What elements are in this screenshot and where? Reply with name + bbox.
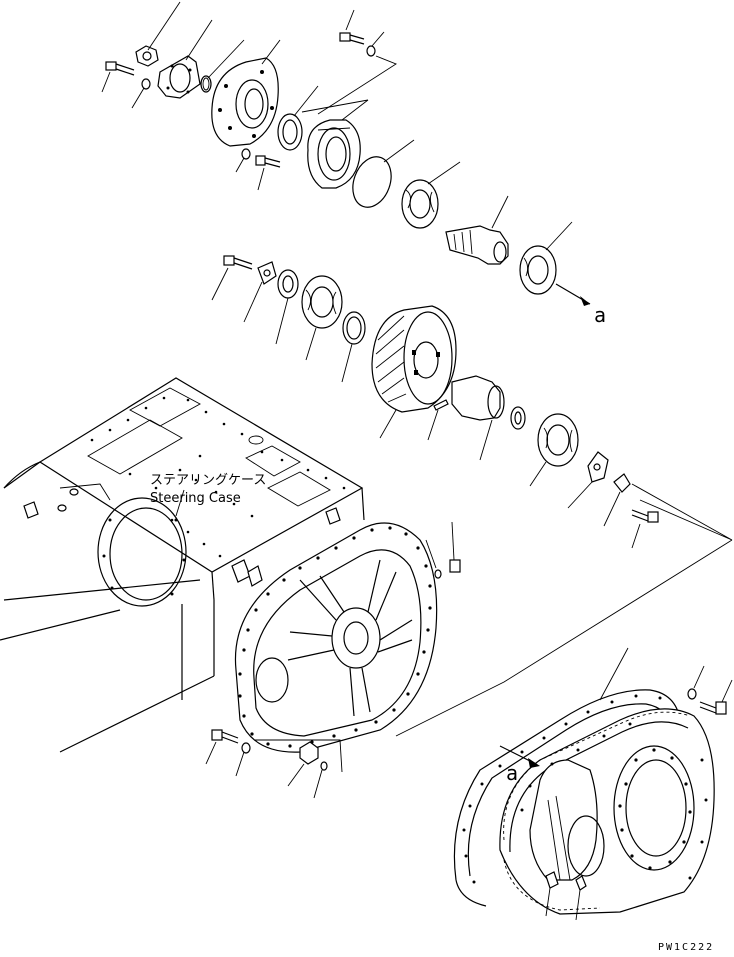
spacer-ring-part <box>341 311 366 383</box>
small-oring-part <box>200 39 245 93</box>
bearing-housing-part <box>301 99 369 189</box>
bearing-middle-part <box>301 275 343 361</box>
shaft-part <box>451 375 526 461</box>
key-part <box>427 399 449 441</box>
pinion-shaft-part <box>445 195 509 265</box>
middle-gear-group <box>211 255 733 549</box>
bolt-lower-part <box>235 148 281 191</box>
bearing-upper-part <box>401 161 461 229</box>
top-cover-group <box>101 1 591 306</box>
bolt-middle-part <box>211 255 277 323</box>
cage-flange-part <box>211 39 281 147</box>
nut-part <box>135 1 181 67</box>
arrow-a-top-label: a <box>594 303 606 327</box>
figure-code-label: PW1C222 <box>658 942 714 953</box>
bearing-right-part <box>519 221 591 306</box>
steering-case-group <box>0 377 461 799</box>
lock-plate-part <box>567 451 609 509</box>
tab-washer-part <box>603 473 733 541</box>
seal-ring-part <box>277 85 319 151</box>
steering-case-en-label: Steering Case <box>150 491 241 506</box>
bevel-gear-part <box>371 305 457 439</box>
bolt-top-right-part <box>317 9 397 115</box>
arrow-a-bottom-label: a <box>506 761 518 785</box>
large-oring-part <box>352 139 415 208</box>
retainer-plate-part <box>157 19 213 99</box>
collar-part <box>275 269 299 345</box>
final-drive-cover-group <box>395 539 733 921</box>
bearing-lower-part <box>529 413 579 487</box>
bolt-right-part <box>631 509 659 549</box>
steering-case-jp-label: ステアリングケース <box>150 473 266 488</box>
bolt-left-part <box>101 61 151 109</box>
